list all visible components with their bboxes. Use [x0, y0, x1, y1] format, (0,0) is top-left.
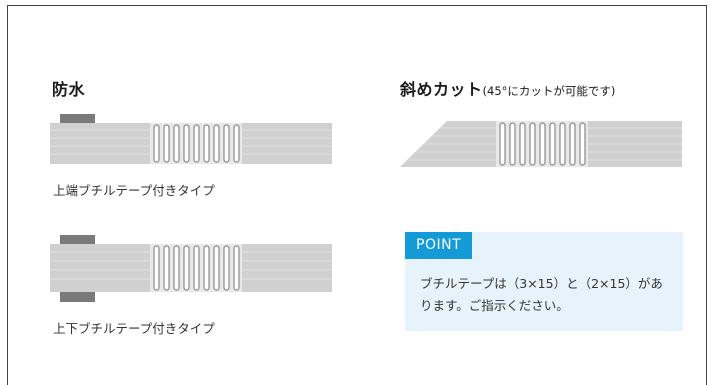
diagonal-cut-note: (45°にカットが可能です) [482, 84, 616, 98]
top-bottom-butyl-caption: 上下ブチルテープ付きタイプ [53, 321, 215, 336]
point-label: POINT [405, 232, 473, 259]
waterproof-heading: 防水 [52, 80, 86, 99]
top-butyl-caption: 上端ブチルテープ付きタイプ [53, 183, 215, 198]
top-bottom-butyl-strip-illustration [50, 235, 332, 302]
top-butyl-strip-illustration [50, 114, 332, 164]
diagonal-cut-title: 斜めカット [400, 80, 483, 99]
diagonal-cut-strip-illustration [400, 121, 682, 167]
point-text: ブチルテープは（3×15）と（2×15）があります。ご指示ください。 [420, 276, 663, 313]
diagonal-cut-heading: 斜めカット(45°にカットが可能です) [400, 76, 615, 100]
content-frame [7, 5, 707, 385]
